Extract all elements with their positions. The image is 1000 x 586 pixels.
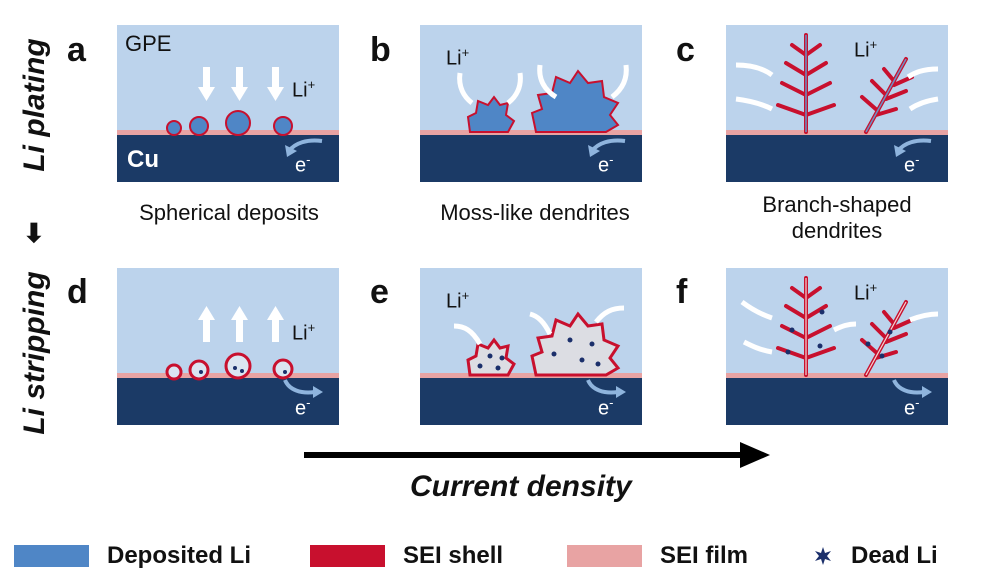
- panel-d: Li+ e-: [117, 268, 339, 425]
- li-ion-label: Li+: [292, 77, 316, 102]
- legend-label: Dead Li: [851, 542, 938, 569]
- electron-label: e-: [904, 395, 920, 420]
- current-density-arrow-icon: [304, 442, 770, 468]
- gpe-label: GPE: [125, 31, 172, 56]
- sei-film: [726, 130, 948, 135]
- down-arrow-icon: [198, 67, 284, 101]
- li-ion-label: Li+: [446, 288, 470, 313]
- legend: Deposited Li SEI shell SEI film Dead Li: [0, 536, 1000, 576]
- empty-sei-shell: [224, 352, 252, 380]
- caption-moss-like-dendrites: Moss-like dendrites: [440, 200, 630, 225]
- dead-li-dot: [477, 337, 601, 371]
- caption-spherical-deposits: Spherical deposits: [139, 200, 319, 225]
- electron-label: e-: [904, 152, 920, 177]
- legend-item-dead-li: Dead Li: [765, 536, 938, 576]
- panel-letter-f: f: [676, 273, 688, 311]
- electron-arrow-icon: [283, 379, 316, 395]
- empty-sei-shell: [272, 358, 294, 380]
- sei-film: [117, 373, 339, 378]
- legend-label: Deposited Li: [107, 542, 252, 569]
- cu-current-collector: [420, 378, 642, 425]
- li-ion-label: Li+: [854, 280, 878, 305]
- spherical-deposit: [225, 110, 251, 136]
- spherical-deposit: [189, 116, 209, 136]
- moss-dendrite: [466, 95, 516, 133]
- current-density-label: Current density: [410, 470, 632, 503]
- legend-swatch-deposited-li: [14, 545, 89, 567]
- li-ion-label: Li+: [292, 320, 316, 345]
- cu-current-collector: [117, 378, 339, 425]
- panel-f: Li+ e-: [726, 268, 948, 425]
- legend-item-sei-shell: SEI shell: [310, 536, 503, 576]
- curved-arrow-icon: [740, 299, 939, 355]
- electron-label: e-: [295, 395, 311, 420]
- cu-label: Cu: [127, 146, 159, 173]
- legend-swatch-sei-shell: [310, 545, 385, 567]
- moss-dendrite: [530, 69, 620, 133]
- electron-arrow-icon: [586, 379, 619, 395]
- electron-label: e-: [598, 395, 614, 420]
- caption-branch-shaped-line2: dendrites: [791, 218, 883, 243]
- sei-film: [420, 130, 642, 135]
- legend-swatch-sei-film: [567, 545, 642, 567]
- spherical-deposit: [273, 116, 293, 136]
- legend-label: SEI film: [660, 542, 749, 569]
- panel-letter-a: a: [67, 31, 86, 69]
- empty-sei-shell: [165, 363, 183, 381]
- li-plating-label: Li plating: [18, 38, 51, 172]
- empty-moss-shell: [530, 311, 621, 377]
- li-ion-label: Li+: [446, 45, 470, 70]
- panel-c: Li+ e-: [726, 25, 948, 182]
- sei-film: [420, 373, 642, 378]
- dead-li-icon: [815, 547, 831, 565]
- empty-sei-shell: [188, 359, 210, 381]
- li-ion-label: Li+: [854, 37, 878, 62]
- panel-a: GPE Cu Li+ e-: [117, 25, 339, 182]
- panel-letter-d: d: [67, 273, 88, 311]
- panel-letter-c: c: [676, 31, 695, 69]
- caption-branch-shaped-line1: Branch-shaped: [762, 192, 912, 217]
- electron-arrow-icon: [892, 379, 925, 395]
- spherical-deposit: [166, 120, 182, 136]
- li-stripping-label: Li stripping: [18, 271, 51, 435]
- curved-arrow-icon: [457, 64, 629, 105]
- electron-label: e-: [295, 152, 311, 177]
- panel-letter-e: e: [370, 273, 389, 311]
- dead-li-dot: [199, 366, 287, 374]
- panel-letter-b: b: [370, 31, 391, 69]
- panel-b: Li+ e-: [420, 25, 642, 182]
- curved-arrow-icon: [735, 62, 939, 112]
- curved-arrow-icon: [453, 305, 625, 346]
- dead-li-dot: [785, 309, 893, 359]
- legend-item-deposited-li: Deposited Li: [14, 536, 251, 576]
- legend-label: SEI shell: [403, 542, 504, 569]
- sei-film: [726, 373, 948, 378]
- electron-label: e-: [598, 152, 614, 177]
- down-arrow-icon: ⬇: [23, 218, 45, 248]
- panel-e: Li+ e-: [420, 268, 642, 425]
- up-arrow-icon: [198, 306, 284, 342]
- sei-film: [117, 130, 339, 135]
- legend-item-sei-film: SEI film: [567, 536, 748, 576]
- cu-current-collector: [726, 378, 948, 425]
